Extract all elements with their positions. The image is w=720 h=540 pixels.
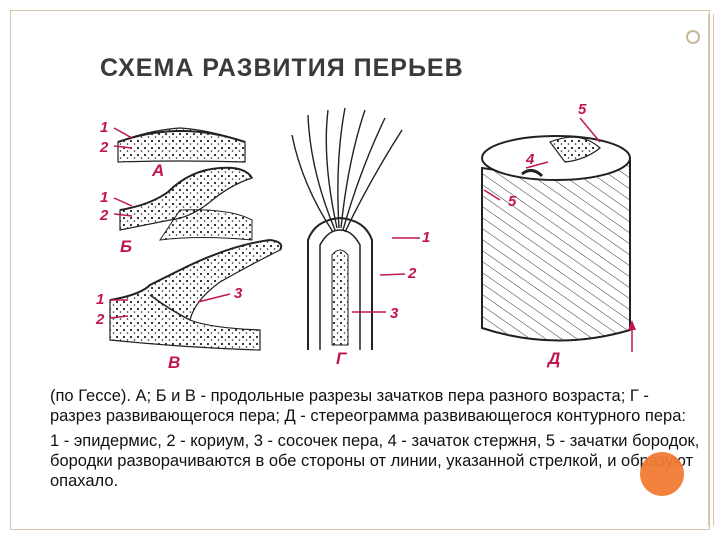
part-a-letter: А xyxy=(151,161,164,180)
part-d-letter: Д xyxy=(546,349,560,368)
part-b-letter: Б xyxy=(120,237,132,256)
part-v-label-1: 1 xyxy=(96,291,104,308)
part-g-label-2: 2 xyxy=(407,265,417,282)
part-b-label-2: 2 xyxy=(99,207,109,224)
part-a-label-2: 2 xyxy=(99,139,109,156)
part-v-letter: В xyxy=(168,353,180,372)
part-b-label-1: 1 xyxy=(100,189,108,206)
part-g-label-1: 1 xyxy=(422,229,430,246)
part-d-label-5-top: 5 xyxy=(578,101,587,118)
slide-frame-edge xyxy=(708,14,714,526)
part-d-label-4: 4 xyxy=(525,151,535,168)
caption-text: (по Гессе). А; Б и В - продольные разрез… xyxy=(50,386,700,491)
part-v-drawing xyxy=(110,240,281,350)
decorative-ring-icon xyxy=(686,30,700,44)
part-g-drawing xyxy=(292,108,402,350)
caption-line-2: 1 - эпидермис, 2 - кориум, 3 - сосочек п… xyxy=(50,431,700,491)
orange-circle-icon xyxy=(640,452,684,496)
feather-development-diagram: 1 2 А 1 2 Б 1 2 3 В 1 xyxy=(80,90,700,378)
part-a-drawing xyxy=(118,128,245,162)
part-g-label-3: 3 xyxy=(390,305,399,322)
part-v-label-3: 3 xyxy=(234,285,243,302)
part-d-label-5: 5 xyxy=(508,193,517,210)
part-d-drawing xyxy=(482,136,636,352)
part-v-label-2: 2 xyxy=(95,311,105,328)
caption-line-1: (по Гессе). А; Б и В - продольные разрез… xyxy=(50,386,700,426)
slide-title: СХЕМА РАЗВИТИЯ ПЕРЬЕВ xyxy=(100,54,464,83)
part-a-label-1: 1 xyxy=(100,119,108,136)
part-g-letter: Г xyxy=(336,349,348,368)
part-b-drawing xyxy=(120,168,252,240)
